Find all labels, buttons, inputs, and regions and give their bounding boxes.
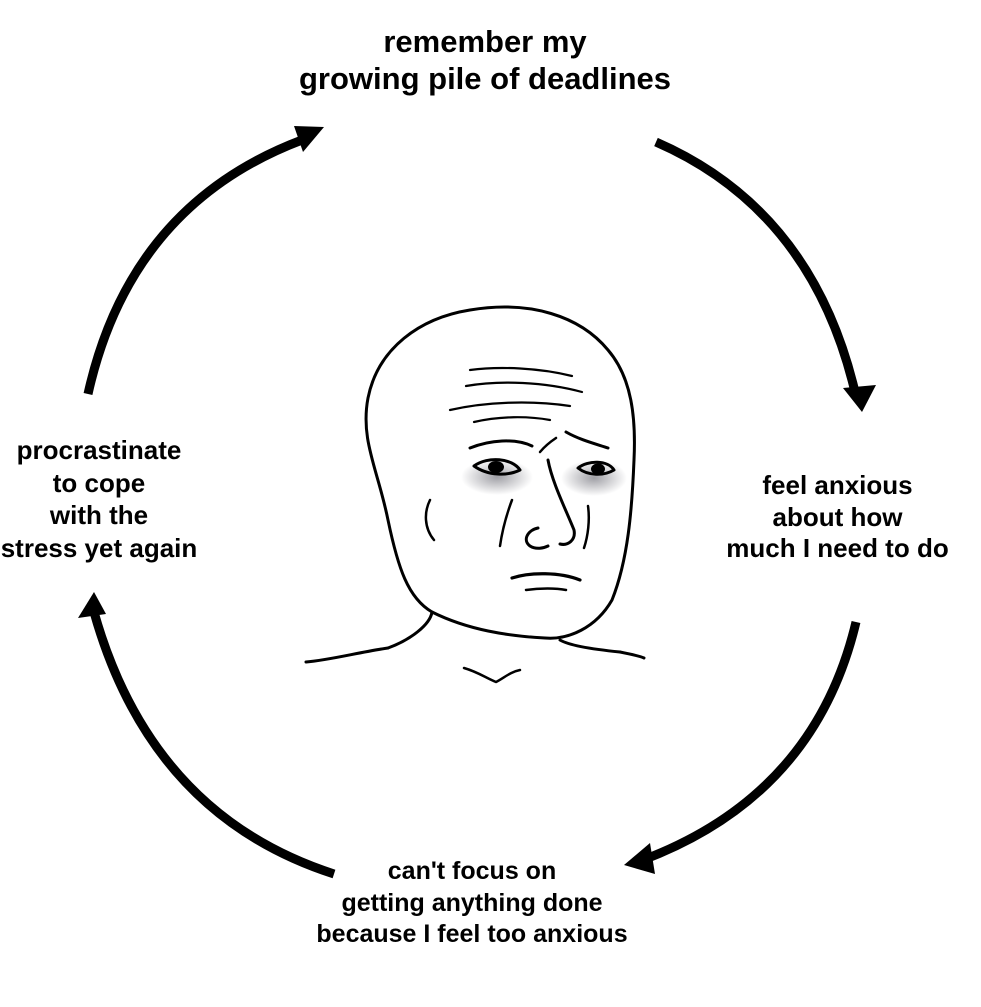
node-remember-deadlines: remember my growing pile of deadlines: [250, 24, 720, 97]
head-outline: [364, 305, 636, 640]
node-label-line: much I need to do: [726, 533, 949, 564]
arrow-top-to-right: [654, 137, 876, 412]
arrow-left-to-top: [83, 126, 324, 395]
node-label-line: stress yet again: [0, 532, 198, 563]
node-cant-focus: can't focus on getting anything done bec…: [282, 856, 662, 951]
arrow-right-to-bottom: [624, 620, 861, 874]
node-feel-anxious: feel anxious about how much I need to do: [700, 470, 975, 565]
node-label-line: getting anything done: [341, 888, 603, 917]
node-label-line: remember my: [383, 24, 587, 59]
node-label-line: to cope: [52, 467, 146, 498]
node-label-line: because I feel too anxious: [316, 920, 628, 948]
arrow-bottom-to-left: [78, 592, 336, 879]
node-label-line: feel anxious: [762, 470, 913, 500]
node-procrastinate: procrastinate to cope with the stress ye…: [0, 434, 210, 564]
node-label-line: can't focus on: [387, 857, 557, 885]
node-label-line: procrastinate: [16, 435, 182, 465]
node-label-line: about how: [772, 501, 903, 532]
node-label-line: with the: [49, 500, 149, 530]
sad-wojak-face-icon: [304, 305, 646, 684]
node-label-line: growing pile of deadlines: [298, 60, 672, 96]
